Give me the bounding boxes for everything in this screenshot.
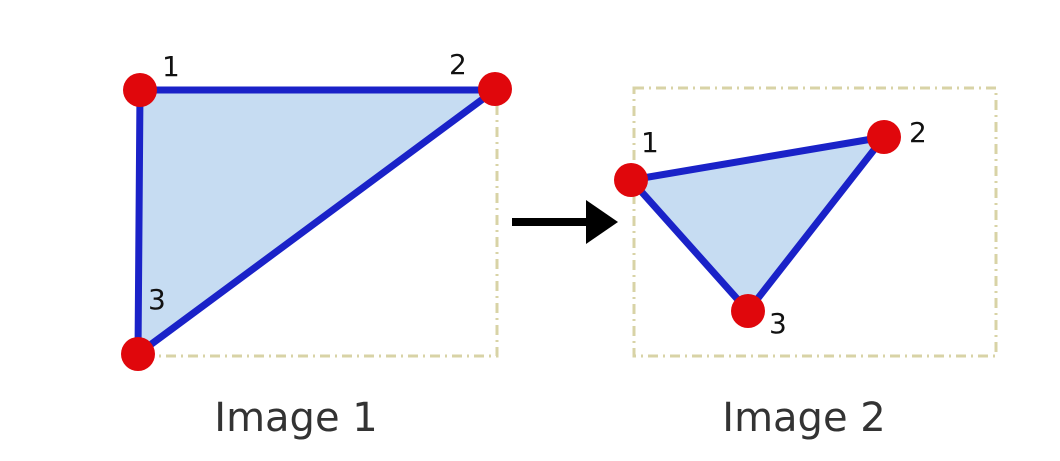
- image-2-vertex-1: [614, 163, 648, 197]
- image-1-vertex-1: [123, 73, 157, 107]
- image-1-vertex-2-label: 2: [449, 48, 467, 81]
- image-2-vertex-3-label: 3: [769, 307, 787, 340]
- image-2-edge-2-3: [744, 133, 888, 315]
- image-1-caption: Image 1: [214, 395, 377, 441]
- image-2-edge-1-2: [627, 133, 888, 184]
- image-1-vertex-1-label: 1: [162, 50, 180, 83]
- image-1-panel: 1 2 3 Image 1: [121, 48, 512, 441]
- image-2-caption: Image 2: [722, 395, 885, 441]
- image-2-edge-1-3: [627, 176, 752, 315]
- right-arrow-icon: [512, 200, 618, 244]
- image-2-vertex-1-label: 1: [641, 126, 659, 159]
- image-2-triangle-fill: [631, 137, 884, 311]
- image-2-vertex-2-label: 2: [909, 116, 927, 149]
- image-2-panel: 1 2 3 Image 2: [614, 86, 998, 441]
- image-1-vertex-3-label: 3: [148, 283, 166, 316]
- image-1-vertex-2: [478, 72, 512, 106]
- image-2-vertex-3: [731, 294, 765, 328]
- image-1-edge-1-3: [134, 86, 144, 358]
- image-1-vertex-3: [121, 337, 155, 371]
- image-2-vertex-2: [867, 120, 901, 154]
- image-1-edge-2-3: [134, 86, 499, 358]
- image-2-frame: [632, 86, 998, 358]
